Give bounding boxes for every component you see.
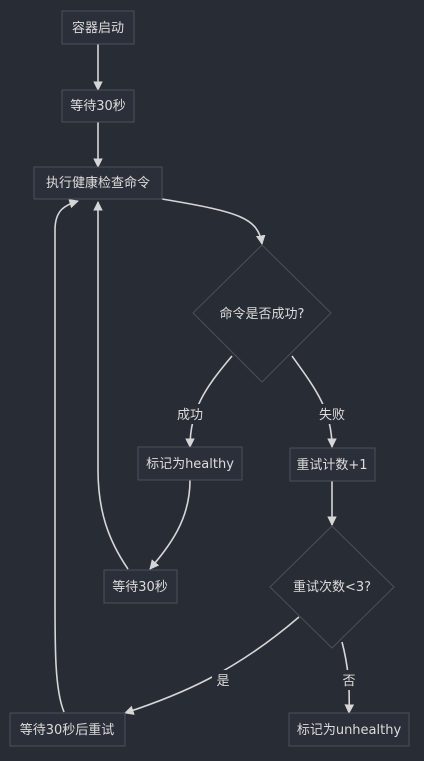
edge-label-text: 失败 [319, 408, 345, 423]
node-label: 命令是否成功? [220, 306, 305, 322]
edge-label-failure: 失败 [314, 404, 350, 424]
node-mark-healthy: 标记为healthy [137, 446, 243, 481]
node-wait-30s-initial: 等待30秒 [61, 89, 135, 123]
node-wait-30s-retry: 等待30秒后重试 [9, 712, 126, 747]
node-label: 重试次数<3? [293, 579, 371, 595]
edge-label-text: 否 [342, 674, 355, 689]
edge-label-no: 否 [338, 670, 360, 690]
edges [54, 44, 355, 715]
node-wait-30s-loop: 等待30秒 [103, 569, 178, 604]
node-label: 执行健康检查命令 [46, 175, 150, 191]
node-run-health-check: 执行健康检查命令 [33, 166, 163, 200]
node-retry-lt-3-decision: 重试次数<3? [269, 525, 395, 649]
node-label: 等待30秒 [112, 579, 168, 595]
node-mark-unhealthy: 标记为unhealthy [288, 712, 410, 747]
edge-decision-to-increment [291, 355, 337, 448]
edge-label-yes: 是 [212, 670, 234, 690]
edge-retry-check-to-wait-retry [124, 616, 300, 715]
edge-wait-retry-to-check [54, 198, 79, 713]
node-label: 标记为unhealthy [297, 723, 402, 738]
edge-check-to-decision [161, 198, 266, 245]
node-increment-retry: 重试计数+1 [289, 447, 376, 482]
edge-label-text: 是 [216, 674, 229, 689]
node-command-succeeded-decision: 命令是否成功? [192, 244, 332, 383]
edge-label-text: 成功 [177, 408, 203, 423]
node-label: 等待30秒 [70, 98, 126, 114]
edge-label-success: 成功 [172, 404, 208, 424]
edge-wait-loop-to-check [93, 201, 129, 570]
node-label: 重试计数+1 [296, 457, 367, 473]
edge-healthy-to-wait [149, 479, 191, 570]
edge-decision-to-healthy [185, 355, 233, 448]
node-container-start: 容器启动 [61, 10, 135, 45]
node-label: 等待30秒后重试 [20, 722, 115, 738]
node-label: 容器启动 [72, 20, 124, 36]
node-label: 标记为healthy [146, 457, 234, 472]
